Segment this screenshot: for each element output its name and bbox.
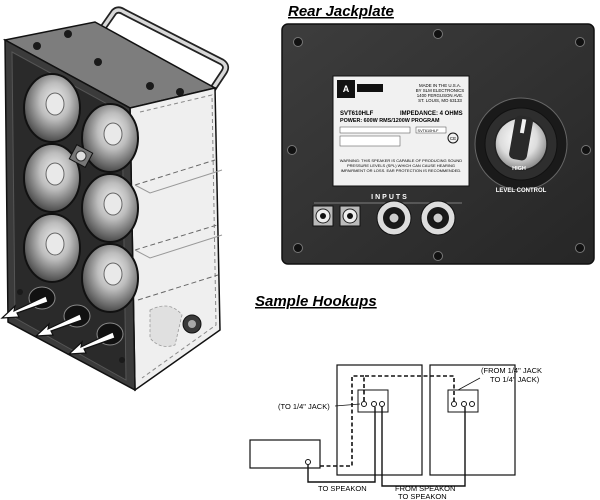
svg-text:ST. LOUIS, MO 63133: ST. LOUIS, MO 63133 [418,98,462,103]
svg-text:MADE IN THE U.S.A.: MADE IN THE U.S.A. [419,83,461,88]
airflow-arrows [0,295,116,355]
knob-high-label: HIGH [512,166,526,172]
speaker-cones [23,73,139,313]
quarter-inch-jacks[interactable] [312,205,361,227]
quarter-inch-chain-cable [363,375,455,401]
rear-jackplate-heading: Rear Jackplate [288,3,394,20]
label-plate: A MADE IN THE U.S.A. BY SLM ELECTRONICS … [332,75,470,187]
speaker-cabinet-illustration [0,6,230,392]
level-control-label: LEVEL CONTROL [496,188,547,194]
svg-text:SVT610HLF: SVT610HLF [418,129,440,133]
svg-text:IMPAIRMENT OR LOSS. EAR PROTEC: IMPAIRMENT OR LOSS. EAR PROTECTION IS RE… [341,168,462,173]
plate-screws [287,29,591,261]
inputs-label: INPUTS [371,194,409,201]
cabinet-1-box [336,364,423,476]
to-quarter-inch-label: (TO 1/4" JACK) [278,402,330,411]
hookup-diagram: (TO 1/4" JACK) (FROM 1/4" JACK TO 1/4" J… [249,364,542,500]
rear-jackplate: A MADE IN THE U.S.A. BY SLM ELECTRONICS … [281,23,595,265]
from-speakon-label-line1: FROM SPEAKON [395,484,455,493]
to-speakon-label: TO SPEAKON [318,484,367,493]
svg-text:SVT610HLF: SVT610HLF [340,111,374,117]
svg-text:PRESSURE LEVELS (SPL) WHICH CA: PRESSURE LEVELS (SPL) WHICH CAN CAUSE HE… [347,163,455,168]
from-quarter-inch-label-line2: TO 1/4" JACK) [490,375,540,384]
svg-text:BY SLM ELECTRONICS: BY SLM ELECTRONICS [416,88,465,93]
sample-hookups-heading: Sample Hookups [255,293,377,310]
svg-text:A: A [343,84,350,94]
from-speakon-label-line2: TO SPEAKON [398,492,447,500]
svg-text:1400 FERGUSON AVE.: 1400 FERGUSON AVE. [417,93,464,98]
svg-text:WARNING: THIS SPEAKER IS CAPAB: WARNING: THIS SPEAKER IS CAPABLE OF PROD… [340,158,463,163]
svg-text:POWER: 600W RMS/1200W PROGRAM: POWER: 600W RMS/1200W PROGRAM [340,118,440,124]
speakon-cable-cab1-to-cab2 [381,407,466,487]
svg-text:IMPEDANCE: 4 OHMS: IMPEDANCE: 4 OHMS [400,111,463,117]
speakon-jacks[interactable] [376,200,456,236]
svg-text:CE: CE [450,136,456,141]
from-quarter-inch-label-line1: (FROM 1/4" JACK [481,366,542,375]
speakon-cable-amp-to-cab1 [307,407,376,483]
cabinet-2-box [429,364,516,476]
level-control-knob[interactable]: HIGH LEVEL CONTROL [474,97,568,194]
